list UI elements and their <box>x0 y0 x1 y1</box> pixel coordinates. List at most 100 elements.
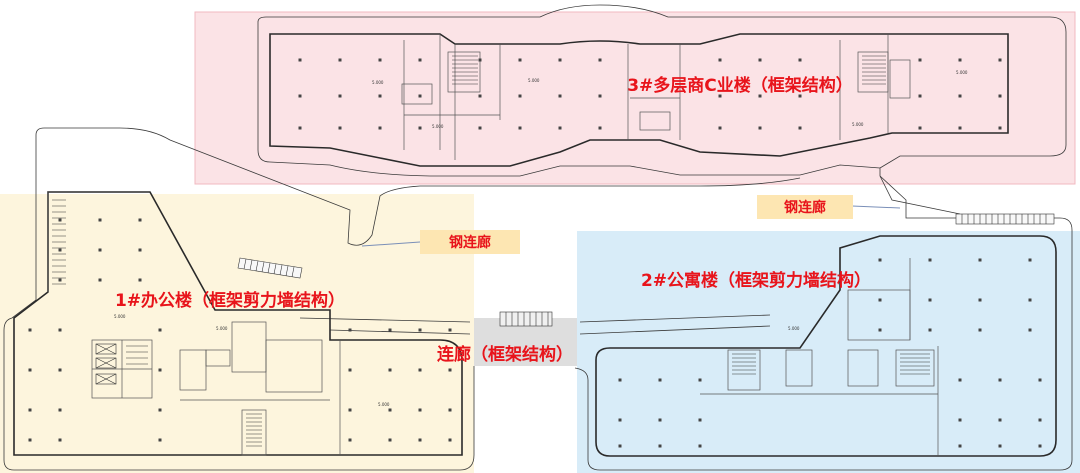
zone-office-bg <box>0 194 474 473</box>
column-dot <box>338 94 342 98</box>
column-dot <box>618 444 622 448</box>
column-dot <box>918 94 922 98</box>
column-dot <box>298 94 302 98</box>
column-dot <box>58 248 62 252</box>
column-dot <box>998 378 1002 382</box>
column-dot <box>658 418 662 422</box>
column-dot <box>418 408 422 412</box>
office-walls <box>13 191 463 456</box>
column-dot <box>758 126 762 130</box>
elevation-mark: 5.000 <box>528 78 540 83</box>
site-outline <box>3 4 1073 471</box>
column-dot <box>418 328 422 332</box>
column-dot <box>978 298 982 302</box>
column-dot <box>558 94 562 98</box>
column-dot <box>28 368 32 372</box>
office-interior <box>47 192 341 456</box>
elevation-mark: 5.000 <box>788 326 800 331</box>
column-dot <box>798 94 802 98</box>
commercial-interior <box>401 34 911 160</box>
column-dot <box>558 126 562 130</box>
column-dot <box>378 94 382 98</box>
column-dot <box>998 418 1002 422</box>
column-grid <box>28 58 1042 448</box>
column-dot <box>958 378 962 382</box>
column-dot <box>448 328 452 332</box>
column-dot <box>998 126 1002 130</box>
column-dot <box>138 278 142 282</box>
column-dot <box>338 126 342 130</box>
column-dot <box>718 58 722 62</box>
column-dot <box>448 438 452 442</box>
column-dot <box>388 368 392 372</box>
column-dot <box>28 408 32 412</box>
callout-box <box>757 195 853 219</box>
elevation-mark: 5.000 <box>216 326 228 331</box>
column-dot <box>998 94 1002 98</box>
column-dot <box>958 444 962 448</box>
column-dot <box>338 58 342 62</box>
apartment-interior <box>700 258 939 456</box>
column-dot <box>958 126 962 130</box>
column-dot <box>798 58 802 62</box>
column-dot <box>388 328 392 332</box>
column-dot <box>138 248 142 252</box>
column-dot <box>928 258 932 262</box>
column-dot <box>698 418 702 422</box>
column-dot <box>418 438 422 442</box>
column-dot <box>388 408 392 412</box>
column-dot <box>58 278 62 282</box>
column-dot <box>418 58 422 62</box>
column-dot <box>448 368 452 372</box>
column-dot <box>98 218 102 222</box>
zone-label-office: 1#办公楼（框架剪力墙结构） <box>115 290 345 311</box>
column-dot <box>718 94 722 98</box>
column-dot <box>698 444 702 448</box>
steel-bridge-left-callout: 钢连廊 <box>420 230 520 254</box>
column-dot <box>478 58 482 62</box>
column-dot <box>658 378 662 382</box>
column-dot <box>958 94 962 98</box>
column-dot <box>978 328 982 332</box>
column-dot <box>878 298 882 302</box>
column-dot <box>518 58 522 62</box>
column-dot <box>1038 378 1042 382</box>
column-dot <box>1028 298 1032 302</box>
column-dot <box>878 258 882 262</box>
column-dot <box>598 58 602 62</box>
column-dot <box>158 438 162 442</box>
column-dot <box>1028 328 1032 332</box>
steel-bridge-right-hatch <box>955 213 1055 225</box>
column-dot <box>28 328 32 332</box>
column-dot <box>58 328 62 332</box>
column-dot <box>448 408 452 412</box>
column-dot <box>58 368 62 372</box>
column-dot <box>58 218 62 222</box>
elevation-mark: 5.000 <box>378 402 390 407</box>
column-dot <box>958 58 962 62</box>
commercial-stairs <box>452 55 886 85</box>
column-dot <box>1028 258 1032 262</box>
column-dot <box>758 94 762 98</box>
column-dot <box>418 368 422 372</box>
column-dot <box>518 94 522 98</box>
corridor-hatch <box>499 311 553 327</box>
column-dot <box>978 258 982 262</box>
column-dot <box>98 278 102 282</box>
column-dot <box>138 218 142 222</box>
column-dot <box>618 418 622 422</box>
office-stairs <box>52 199 262 447</box>
zone-label-apartment: 2#公寓楼（框架剪力墙结构） <box>641 270 871 291</box>
column-dot <box>558 58 562 62</box>
callout-leaders <box>361 205 901 247</box>
column-dot <box>718 126 722 130</box>
column-dot <box>518 126 522 130</box>
steel-bridge-left-hatch <box>237 257 303 279</box>
column-dot <box>598 126 602 130</box>
column-dot <box>348 368 352 372</box>
zone-label-corridor: 连廊（框架结构） <box>437 344 573 365</box>
elevation-mark: 5.000 <box>372 80 384 85</box>
column-dot <box>58 438 62 442</box>
zone-label-commercial: 3#多层商C业楼（框架结构） <box>627 75 853 96</box>
